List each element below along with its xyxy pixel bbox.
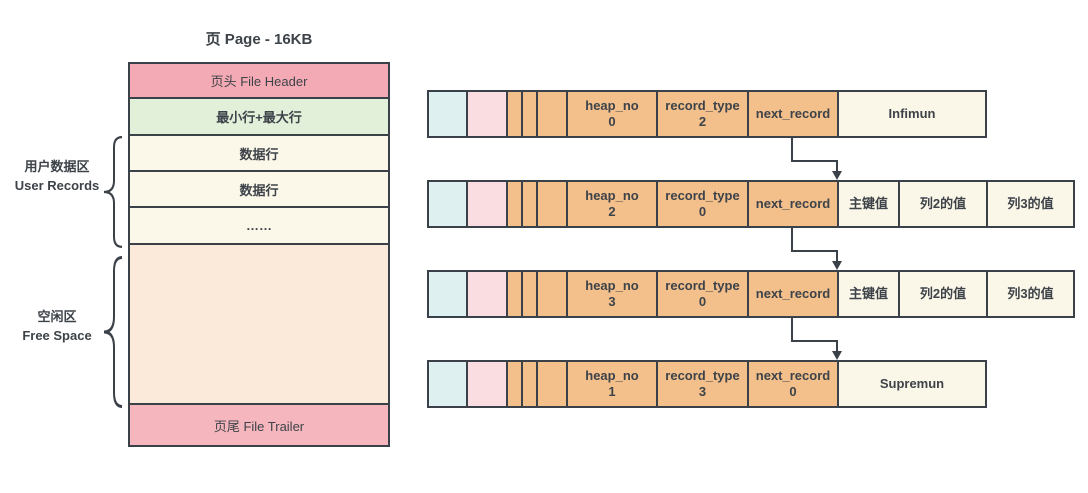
next-record-label: next_record — [755, 195, 831, 211]
record-header-cell-3 — [538, 182, 568, 226]
value-cell-supremum: Supremun — [839, 362, 985, 406]
user-records-label-zh: 用户数据区 — [24, 159, 90, 174]
data-row-1: 数据行 — [130, 136, 388, 172]
record-header-cell-3 — [538, 362, 568, 406]
value-cell-col2: 列2的值 — [900, 272, 988, 316]
heap-no-cell: heap_no 0 — [568, 92, 658, 136]
record-extra-cell-cyan — [429, 362, 468, 406]
value-cell-primary-key: 主键值 — [839, 182, 900, 226]
record-header-cell-1 — [508, 272, 523, 316]
heap-no-label: heap_no — [585, 187, 639, 203]
heap-no-value: 2 — [608, 204, 616, 219]
record-header-cell-3 — [538, 92, 568, 136]
page-box: 页头 File Header 最小行+最大行 数据行 数据行 …… 页尾 Fil… — [128, 62, 390, 447]
record-row-2: heap_no 2 record_type 0 next_record 主键值 … — [427, 180, 1075, 228]
next-record-label: next_record — [755, 367, 831, 383]
record-type-cell: record_type 2 — [658, 92, 749, 136]
arrow-head-icon — [832, 171, 842, 180]
arrow-segment — [836, 160, 838, 172]
record-type-value: 3 — [698, 384, 707, 399]
next-record-label: next_record — [755, 105, 831, 121]
record-extra-cell-cyan — [429, 92, 468, 136]
heap-no-label: heap_no — [585, 97, 639, 113]
file-trailer-row: 页尾 File Trailer — [130, 405, 388, 445]
next-record-cell: next_record — [749, 272, 839, 316]
record-type-label: record_type — [665, 97, 740, 113]
file-header-row: 页头 File Header — [130, 64, 388, 99]
record-type-value: 0 — [698, 204, 707, 219]
min-max-row: 最小行+最大行 — [130, 99, 388, 136]
value-cell-infimum: Infimun — [839, 92, 985, 136]
next-record-cell: next_record 0 — [749, 362, 839, 406]
record-header-cell-1 — [508, 182, 523, 226]
record-extra-cell-cyan — [429, 182, 468, 226]
free-space-brace-icon — [103, 256, 123, 408]
record-header-cell-3 — [538, 272, 568, 316]
heap-no-cell: heap_no 2 — [568, 182, 658, 226]
record-type-value: 2 — [698, 114, 707, 129]
record-type-cell: record_type 0 — [658, 272, 749, 316]
heap-no-label: heap_no — [585, 367, 639, 383]
record-type-value: 0 — [698, 294, 707, 309]
record-header-cell-2 — [523, 182, 538, 226]
arrow-head-icon — [832, 351, 842, 360]
arrow-segment — [791, 340, 838, 342]
value-cell-col3: 列3的值 — [988, 272, 1073, 316]
arrow-segment — [836, 250, 838, 262]
record-header-cell-2 — [523, 272, 538, 316]
heap-no-value: 1 — [608, 384, 616, 399]
record-row-supremum: heap_no 1 record_type 3 next_record 0 Su… — [427, 360, 987, 408]
data-row-ellipsis: …… — [130, 208, 388, 245]
record-type-label: record_type — [665, 277, 740, 293]
record-extra-cell-pink — [468, 272, 508, 316]
record-extra-cell-pink — [468, 182, 508, 226]
record-extra-cell-cyan — [429, 272, 468, 316]
record-header-cell-1 — [508, 362, 523, 406]
arrow-segment — [791, 226, 793, 252]
arrow-segment — [836, 340, 838, 352]
record-type-label: record_type — [665, 187, 740, 203]
record-type-cell: record_type 3 — [658, 362, 749, 406]
value-cell-col3: 列3的值 — [988, 182, 1073, 226]
arrow-head-icon — [832, 261, 842, 270]
user-records-brace-icon — [103, 136, 123, 248]
record-extra-cell-pink — [468, 92, 508, 136]
record-type-cell: record_type 0 — [658, 182, 749, 226]
record-header-cell-1 — [508, 92, 523, 136]
next-record-label: next_record — [755, 285, 831, 301]
free-space-label-zh: 空闲区 — [37, 309, 77, 324]
value-cell-col2: 列2的值 — [900, 182, 988, 226]
page-title: 页 Page - 16KB — [205, 31, 313, 48]
free-space-label: 空闲区 Free Space — [4, 308, 110, 346]
record-row-3: heap_no 3 record_type 0 next_record 主键值 … — [427, 270, 1075, 318]
record-header-cell-2 — [523, 92, 538, 136]
heap-no-label: heap_no — [585, 277, 639, 293]
value-cell-primary-key: 主键值 — [839, 272, 900, 316]
free-space-label-en: Free Space — [22, 327, 92, 343]
arrow-segment — [791, 316, 793, 342]
record-header-cell-2 — [523, 362, 538, 406]
next-record-cell: next_record — [749, 182, 839, 226]
arrow-segment — [791, 160, 838, 162]
data-row-2: 数据行 — [130, 172, 388, 208]
record-row-infimum: heap_no 0 record_type 2 next_record Infi… — [427, 90, 987, 138]
record-type-label: record_type — [665, 367, 740, 383]
user-records-label-en: User Records — [14, 177, 100, 193]
heap-no-value: 3 — [608, 294, 616, 309]
free-space-area — [130, 245, 388, 405]
user-records-label: 用户数据区 User Records — [4, 158, 110, 196]
heap-no-value: 0 — [608, 114, 616, 129]
record-extra-cell-pink — [468, 362, 508, 406]
arrow-segment — [791, 136, 793, 162]
next-record-cell: next_record — [749, 92, 839, 136]
heap-no-cell: heap_no 3 — [568, 272, 658, 316]
next-record-value: 0 — [789, 384, 797, 399]
heap-no-cell: heap_no 1 — [568, 362, 658, 406]
arrow-segment — [791, 250, 838, 252]
